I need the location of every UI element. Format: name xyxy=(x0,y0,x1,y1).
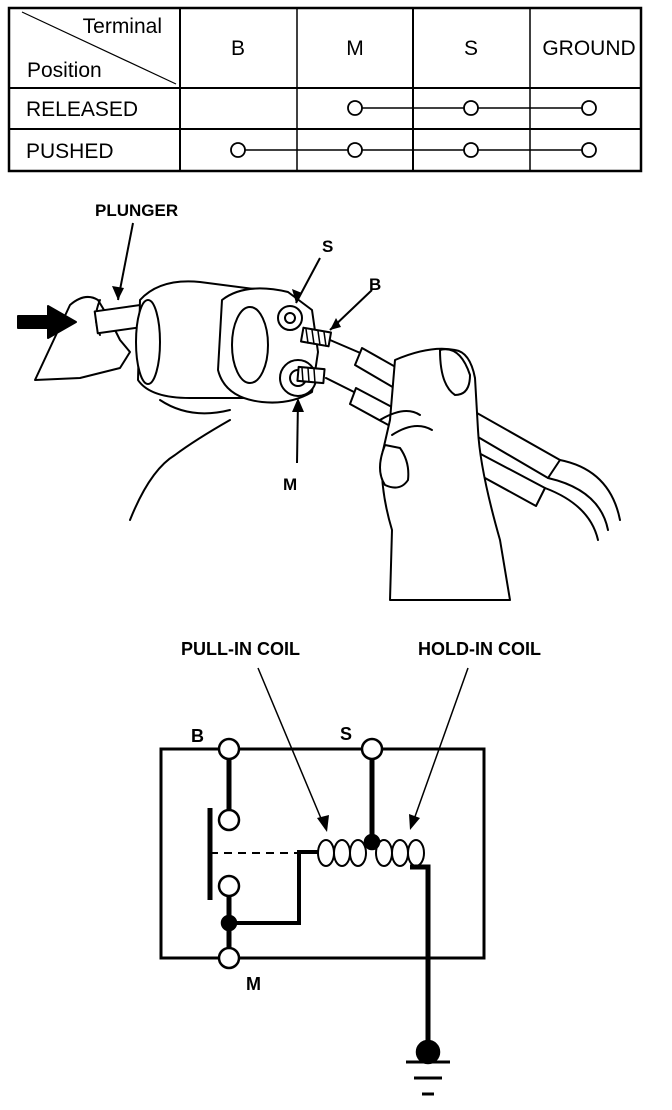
schematic-m-label: M xyxy=(246,974,261,994)
column-ground: GROUND xyxy=(542,37,635,60)
illustration-b-label: B xyxy=(369,275,381,294)
plunger-label: PLUNGER xyxy=(95,201,178,220)
continuity-point xyxy=(347,100,363,116)
continuity-table xyxy=(7,6,643,173)
column-s: S xyxy=(464,37,478,60)
row-pushed-label: PUSHED xyxy=(26,140,114,163)
terminal-m-stud xyxy=(296,365,326,385)
schematic-arrowheads xyxy=(317,814,420,832)
schematic-s-label: S xyxy=(340,724,352,744)
continuity-point xyxy=(581,142,597,158)
pull-in-coil xyxy=(317,839,367,867)
column-b: B xyxy=(231,37,245,60)
terminal-m-node xyxy=(217,946,241,970)
terminal-b-node xyxy=(217,737,241,761)
header-diagonal xyxy=(21,11,177,85)
ground-icon xyxy=(406,1060,450,1096)
continuity-marks xyxy=(230,100,597,158)
illustration-arrowheads xyxy=(112,286,341,412)
continuity-point xyxy=(230,142,246,158)
terminal-s-node xyxy=(360,737,384,761)
continuity-point xyxy=(347,142,363,158)
junction-m xyxy=(220,914,238,932)
solenoid-schematic xyxy=(159,747,486,1096)
illustration-s-label: S xyxy=(322,237,333,256)
contact-upper xyxy=(217,808,241,832)
solenoid-housing xyxy=(159,747,486,960)
terminal-b-stud xyxy=(299,326,333,348)
continuity-point xyxy=(463,142,479,158)
illustration-m-label: M xyxy=(283,475,297,494)
continuity-point xyxy=(581,100,597,116)
column-m: M xyxy=(346,37,364,60)
schematic-nodes xyxy=(217,737,441,1065)
hold-in-coil-label: HOLD-IN COIL xyxy=(418,639,541,659)
push-arrow-icon xyxy=(17,305,77,339)
row-released-label: RELEASED xyxy=(26,98,138,121)
contact-lower xyxy=(217,874,241,898)
pull-in-coil-label: PULL-IN COIL xyxy=(181,639,300,659)
solenoid-illustration xyxy=(17,280,621,601)
ground-junction xyxy=(415,1039,441,1065)
continuity-point xyxy=(463,100,479,116)
junction-s xyxy=(363,833,381,851)
schematic-b-label: B xyxy=(191,726,204,746)
hold-in-coil xyxy=(375,839,425,867)
header-terminal: Terminal xyxy=(83,15,162,38)
header-position: Position xyxy=(27,59,102,82)
